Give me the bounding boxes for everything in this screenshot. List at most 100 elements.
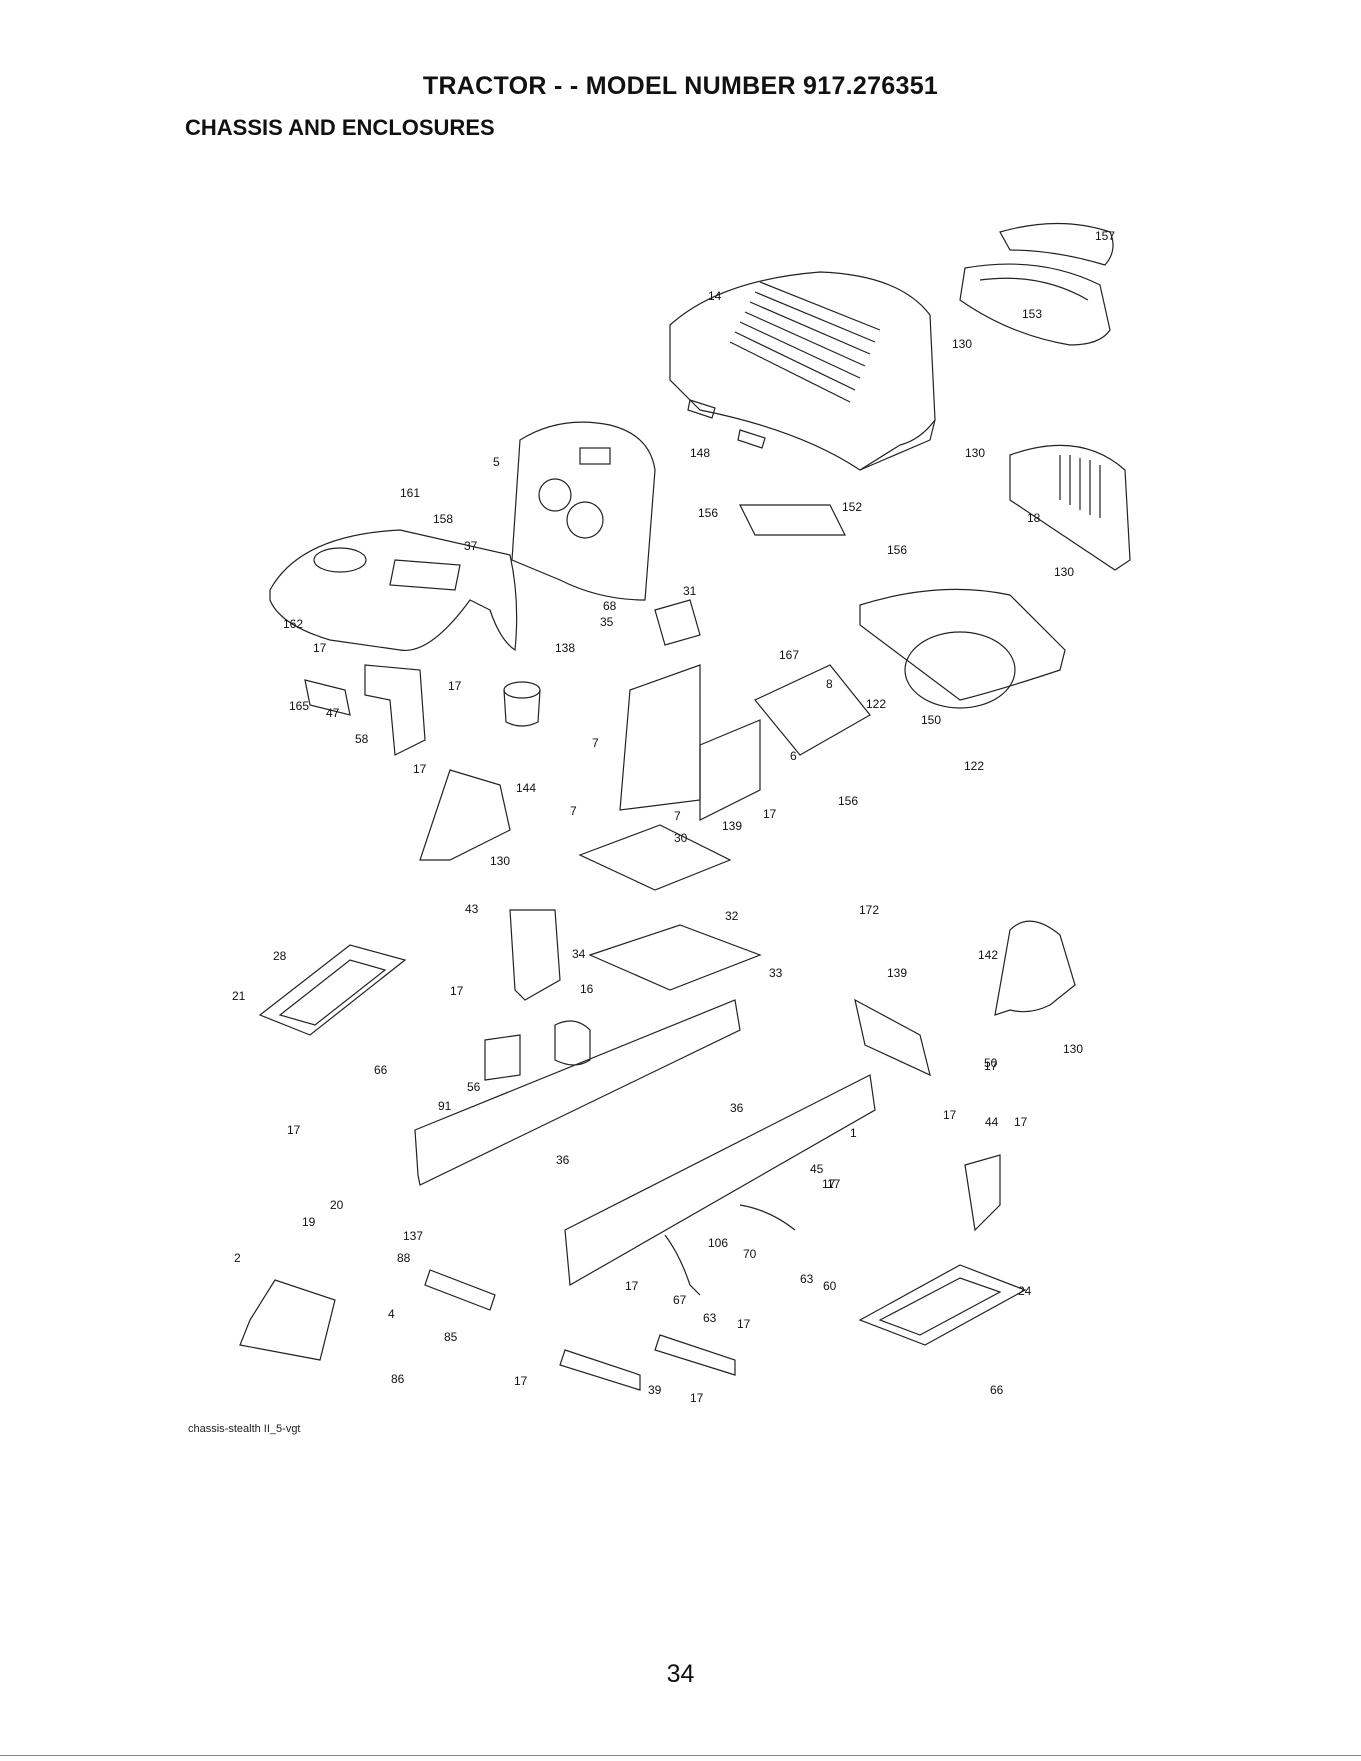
bracket-152 [739, 504, 846, 536]
footrest-left-part [258, 944, 407, 1036]
part-label: 39 [648, 1383, 662, 1397]
part-label: 14 [708, 289, 722, 303]
frame-left-part [414, 999, 741, 1186]
part-label: 67 [673, 1293, 687, 1307]
part-label: 17 [1014, 1115, 1028, 1129]
part-label: 20 [330, 1198, 344, 1212]
part-label: 17 [287, 1123, 301, 1137]
part-label: 17 [450, 984, 464, 998]
part-label: 6 [790, 749, 797, 763]
part-label: 139 [887, 966, 907, 980]
headlight-bezel-part [959, 263, 1111, 346]
part-label: 86 [391, 1372, 405, 1386]
part-label: 137 [403, 1229, 423, 1243]
part-label: 1 [850, 1126, 857, 1140]
part-label: 85 [444, 1330, 458, 1344]
part-label: 156 [838, 794, 858, 808]
part-label: 66 [374, 1063, 388, 1077]
dash-bracket-part [619, 664, 701, 811]
part-label: 21 [232, 989, 246, 1003]
part-label: 17 [448, 679, 462, 693]
hood-part [669, 271, 936, 471]
part-label: 63 [703, 1311, 717, 1325]
section-title: CHASSIS AND ENCLOSURES [185, 115, 495, 140]
part-label: 152 [842, 500, 862, 514]
part-label: 150 [921, 713, 941, 727]
part-label: 167 [779, 648, 799, 662]
part-label: 148 [690, 446, 710, 460]
diagram-line-art [239, 222, 1131, 1391]
part-label: 35 [600, 615, 614, 629]
part-label: 70 [743, 1247, 757, 1261]
bottom-rule [0, 1755, 1361, 1756]
part-label: 122 [866, 697, 886, 711]
part-label: 18 [1027, 511, 1041, 525]
battery-tray-part [859, 588, 1066, 701]
part-label: 156 [887, 543, 907, 557]
part-label: 66 [990, 1383, 1004, 1397]
dash-panel-part [511, 421, 656, 601]
part-label: 47 [326, 706, 340, 720]
part-label: 28 [273, 949, 287, 963]
part-label: 68 [603, 599, 617, 613]
part-label: 30 [674, 831, 688, 845]
part-label: 37 [464, 539, 478, 553]
part-label: 8 [826, 677, 833, 691]
part-label: 17 [737, 1317, 751, 1331]
part-label: 144 [516, 781, 536, 795]
part-label: 106 [708, 1236, 728, 1250]
part-label: 17 [827, 1177, 841, 1191]
part-label: 17 [690, 1391, 704, 1405]
part-label: 32 [725, 909, 739, 923]
part-label: 4 [388, 1307, 395, 1321]
part-label: 130 [965, 446, 985, 460]
part-label: 56 [467, 1080, 481, 1094]
page-title: TRACTOR - - MODEL NUMBER 917.276351 [422, 72, 939, 100]
part-label: 17 [943, 1108, 957, 1122]
part-label: 19 [302, 1215, 316, 1229]
part-label: 165 [289, 699, 309, 713]
part-label: 139 [722, 819, 742, 833]
part-label: 17 [822, 1177, 836, 1191]
part-label: 153 [1022, 307, 1042, 321]
part-label: 158 [433, 512, 453, 526]
page-number: 34 [666, 1660, 695, 1688]
part-label: 2 [234, 1251, 241, 1265]
part-label: 162 [283, 617, 303, 631]
part-label: 88 [397, 1251, 411, 1265]
part-label: 7 [674, 809, 681, 823]
part-label: 36 [730, 1101, 744, 1115]
part-label: 91 [438, 1099, 452, 1113]
part-label: 17 [984, 1059, 998, 1073]
visor-part [999, 222, 1114, 266]
part-label: 130 [1054, 565, 1074, 579]
part-label: 172 [859, 903, 879, 917]
front-bracket-part [239, 1279, 336, 1361]
figure-caption: chassis-stealth II_5-vgt [188, 1423, 301, 1435]
footrest-right-part [858, 1264, 1027, 1346]
part-label: 31 [683, 584, 697, 598]
part-label: 5 [493, 455, 500, 469]
part-label: 156 [698, 506, 718, 520]
part-label: 43 [465, 902, 479, 916]
part-label: 157 [1095, 229, 1115, 243]
part-label: 17 [625, 1279, 639, 1293]
part-label: 7 [570, 804, 577, 818]
part-label: 138 [555, 641, 575, 655]
fender-part [269, 529, 518, 652]
part-label: 122 [964, 759, 984, 773]
frame-right-part [564, 1074, 876, 1286]
part-label: 63 [800, 1272, 814, 1286]
part-label: 161 [400, 486, 420, 500]
part-label: 17 [514, 1374, 528, 1388]
part-label: 44 [985, 1115, 999, 1129]
part-label: 45 [810, 1162, 824, 1176]
part-label: 60 [823, 1279, 837, 1293]
part-label: 7 [592, 736, 599, 750]
part-label: 50 [984, 1056, 998, 1070]
part-label: 130 [1063, 1042, 1083, 1056]
part-label: 130 [952, 337, 972, 351]
part-label: 33 [769, 966, 783, 980]
